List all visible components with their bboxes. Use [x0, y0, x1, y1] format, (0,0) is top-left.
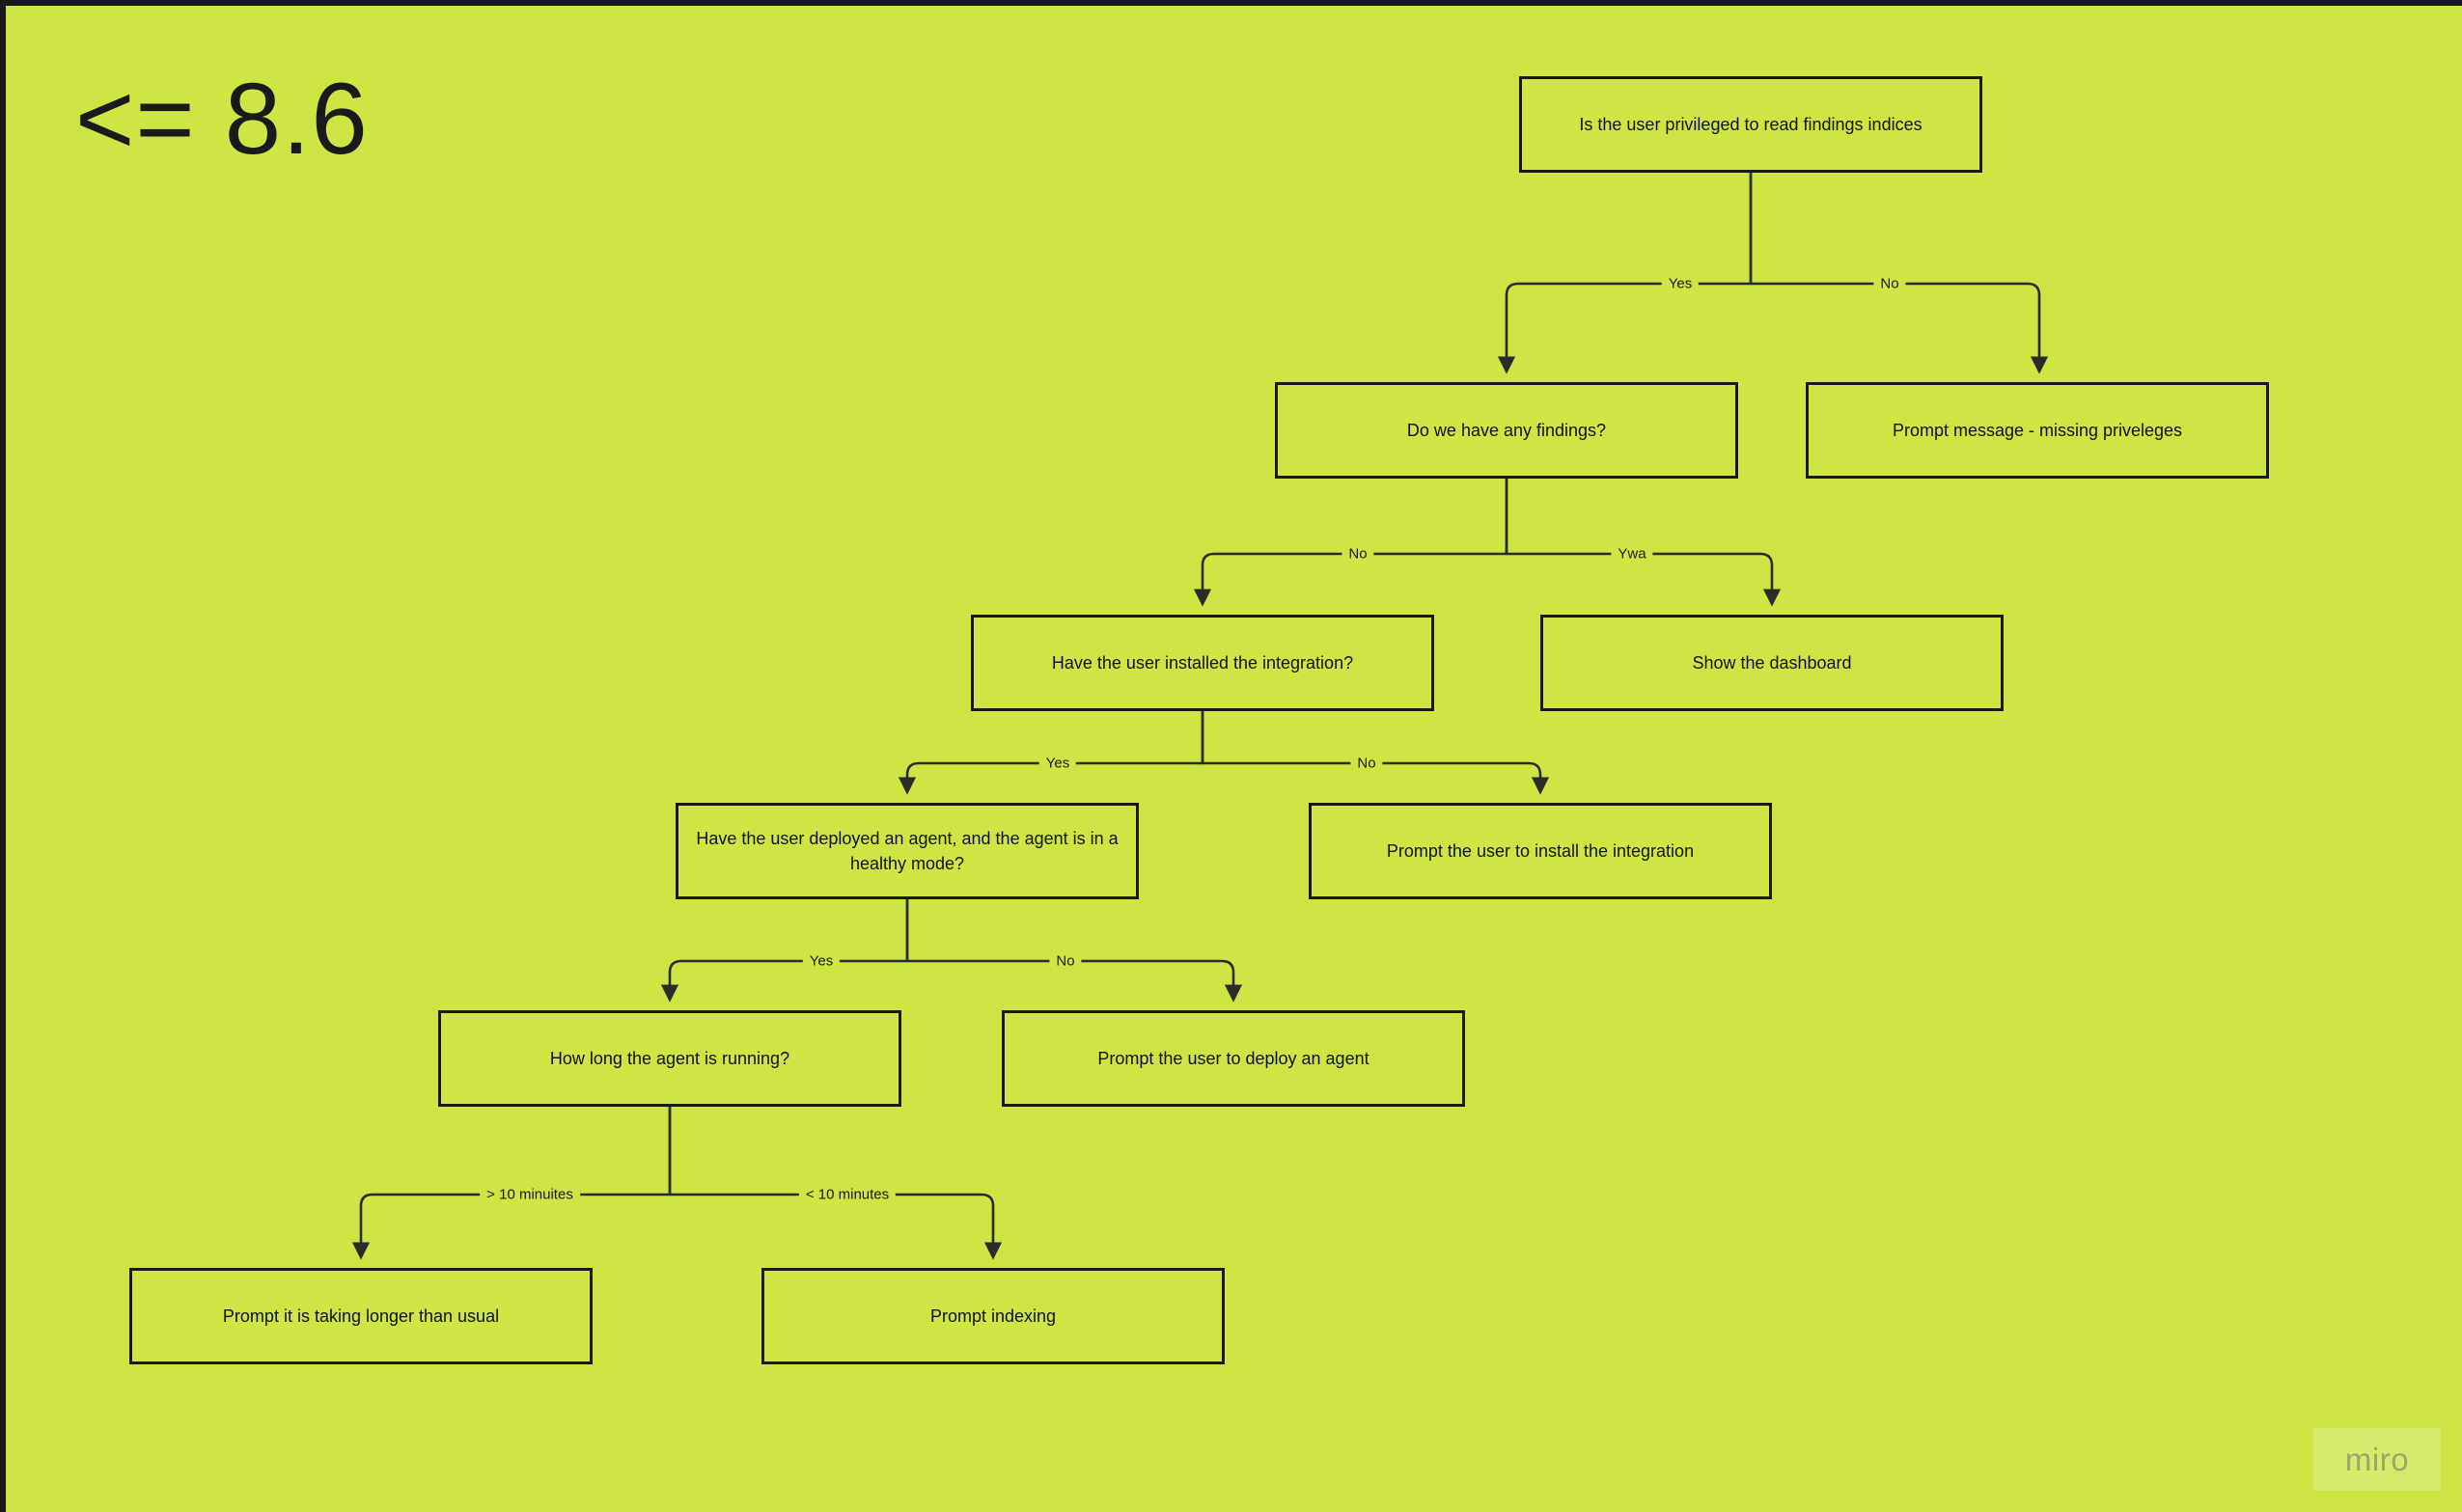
- flow-node-label: Prompt it is taking longer than usual: [222, 1306, 500, 1326]
- flow-node-taking-longer[interactable]: Prompt it is taking longer than usual: [129, 1268, 593, 1364]
- edge-label-under-10-minutes: < 10 minutes: [798, 1185, 897, 1204]
- edge-label-yes-integration: Yes: [1038, 754, 1077, 773]
- edge-label-over-10-minutes: > 10 minuites: [480, 1185, 580, 1204]
- flow-node-label: Prompt indexing: [929, 1306, 1057, 1326]
- flow-node-label: Have the user deployed an agent, and the…: [696, 828, 1119, 873]
- board-title: <= 8.6: [75, 63, 369, 176]
- flow-node-label: Show the dashboard: [1692, 652, 1852, 673]
- edge-label-no-findings: No: [1342, 544, 1374, 564]
- miro-watermark: miro: [2313, 1428, 2441, 1491]
- flow-node-show-dashboard[interactable]: Show the dashboard: [1540, 615, 2004, 711]
- edge-label-no-root: No: [1873, 274, 1906, 293]
- flow-node-label: How long the agent is running?: [549, 1048, 790, 1068]
- flow-node-label: Prompt the user to deploy an agent: [1097, 1048, 1369, 1068]
- edge-label-yes-agent-health: Yes: [802, 951, 841, 971]
- flow-node-label: Prompt the user to install the integrati…: [1386, 840, 1695, 861]
- edge-label-no-agent-health: No: [1049, 951, 1082, 971]
- flow-node-install-integration[interactable]: Prompt the user to install the integrati…: [1309, 803, 1772, 899]
- flow-node-missing-privileges[interactable]: Prompt message - missing priveleges: [1806, 382, 2269, 479]
- flow-node-label: Have the user installed the integration?: [1051, 652, 1354, 673]
- edge-label-ywa-findings: Ywa: [1611, 544, 1653, 564]
- flow-node-agent-health-question[interactable]: Have the user deployed an agent, and the…: [676, 803, 1139, 899]
- flow-node-integration-question[interactable]: Have the user installed the integration?: [971, 615, 1434, 711]
- flow-node-label: Prompt message - missing priveleges: [1892, 420, 2183, 440]
- flow-node-agent-runtime-question[interactable]: How long the agent is running?: [438, 1010, 901, 1107]
- flow-node-root[interactable]: Is the user privileged to read findings …: [1519, 76, 1982, 173]
- flow-node-deploy-agent[interactable]: Prompt the user to deploy an agent: [1002, 1010, 1465, 1107]
- flow-node-label: Is the user privileged to read findings …: [1579, 114, 1923, 134]
- edge-label-no-integration: No: [1350, 754, 1383, 773]
- flow-node-findings-question[interactable]: Do we have any findings?: [1275, 382, 1738, 479]
- flow-node-prompt-indexing[interactable]: Prompt indexing: [761, 1268, 1225, 1364]
- edge-label-yes-root: Yes: [1661, 274, 1700, 293]
- flow-node-label: Do we have any findings?: [1406, 420, 1607, 440]
